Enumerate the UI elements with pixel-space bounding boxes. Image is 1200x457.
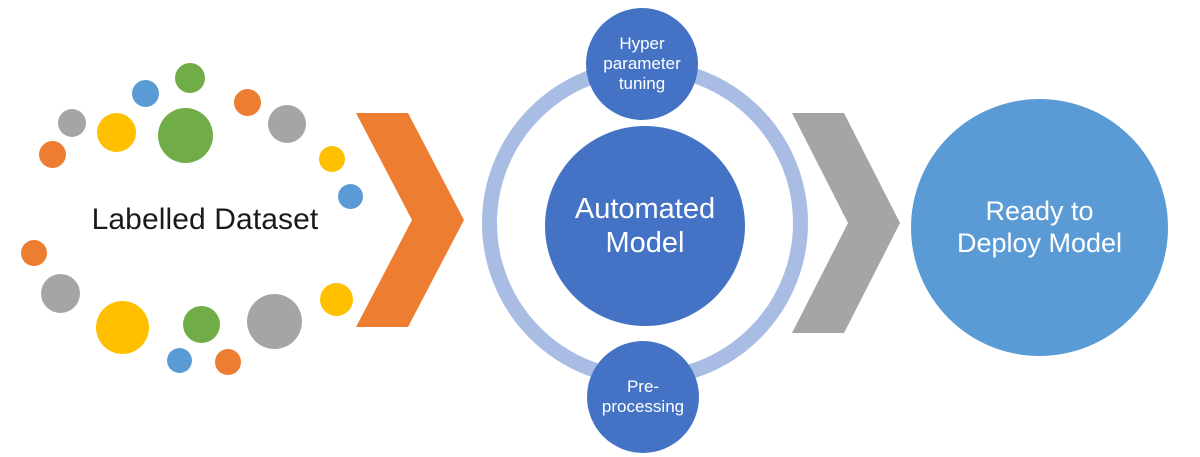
node-hyperparameter-tuning[interactable]: Hyper parameter tuning	[586, 8, 698, 120]
dot-yellow-upper-left	[97, 113, 136, 152]
dot-blue-right	[338, 184, 363, 209]
node-ready-to-deploy-model[interactable]: Ready to Deploy Model	[911, 99, 1168, 356]
hyper-line-1: Hyper	[619, 33, 665, 53]
node-automated-model[interactable]: Automated Model	[545, 126, 745, 326]
dot-orange-top-right	[234, 89, 261, 116]
dot-gray-lower-left	[41, 274, 80, 313]
hyper-line-2: parameter	[603, 53, 681, 73]
deploy-line-2: Deploy Model	[956, 227, 1123, 258]
node-automated-model-label: Automated Model	[569, 192, 721, 260]
chevron-gray-icon	[792, 113, 900, 333]
pre-line-2: processing	[601, 397, 685, 416]
hyper-line-3: tuning	[618, 74, 666, 94]
deploy-line-1: Ready to	[985, 195, 1094, 226]
dot-yellow-right	[319, 146, 345, 172]
dot-gray-top-left	[58, 109, 86, 137]
labelled-dataset-label: Labelled Dataset	[91, 203, 319, 236]
dot-yellow-bottom-left	[96, 301, 149, 354]
node-pre-processing-label: Pre- processing	[596, 377, 690, 417]
dot-green-bottom	[183, 306, 220, 343]
node-hyperparameter-tuning-label: Hyper parameter tuning	[597, 34, 686, 94]
dot-orange-left	[39, 141, 66, 168]
chevron-orange-icon	[356, 113, 464, 327]
dot-green-small-top	[175, 63, 205, 93]
node-ready-to-deploy-model-label: Ready to Deploy Model	[951, 196, 1128, 260]
dot-blue-bottom	[167, 348, 192, 373]
automated-line-2: Model	[605, 227, 685, 259]
dot-gray-bottom-right	[247, 294, 302, 349]
node-pre-processing[interactable]: Pre- processing	[587, 341, 699, 453]
dot-yellow-far-right	[320, 283, 353, 316]
dot-orange-lower-left	[21, 240, 47, 266]
dot-gray-top-right	[268, 105, 306, 143]
dot-blue-small-top	[132, 80, 159, 107]
dot-green-large	[158, 108, 213, 163]
pre-line-1: Pre-	[626, 376, 660, 396]
automated-line-1: Automated	[574, 192, 716, 225]
dot-orange-bottom	[215, 349, 241, 375]
